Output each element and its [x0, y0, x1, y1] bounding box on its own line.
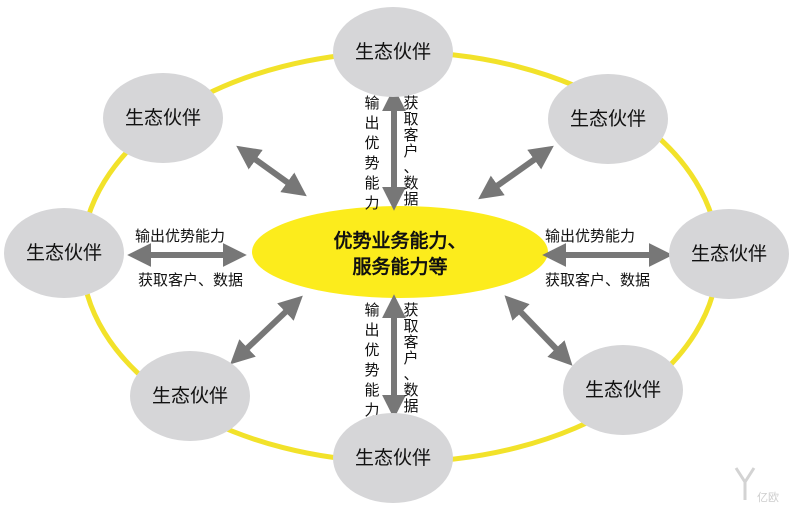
partner-label-left: 生态伙伴 [26, 242, 102, 264]
partner-label-bottom-right: 生态伙伴 [585, 379, 661, 401]
top-output-label: 输出优势能力 [364, 94, 379, 212]
partner-node-bottom: 生态伙伴 [333, 413, 453, 503]
partner-label-bottom: 生态伙伴 [355, 447, 431, 469]
right-output-label: 输出优势能力 [545, 227, 635, 245]
core-label-line1: 优势业务能力、 [333, 229, 466, 252]
top-acquire-label: 获取客户、数据 [403, 94, 418, 208]
partner-node-top-right: 生态伙伴 [548, 74, 668, 164]
partner-node-bottom-left: 生态伙伴 [130, 351, 250, 441]
logo-y-icon [734, 467, 756, 500]
arrow-bottom-left [230, 295, 303, 365]
partner-node-right: 生态伙伴 [669, 209, 789, 299]
partner-label-top-left: 生态伙伴 [125, 107, 201, 129]
bottom-acquire-label: 获取客户、数据 [403, 301, 418, 415]
left-acquire-label: 获取客户、数据 [138, 271, 243, 289]
partner-node-left: 生态伙伴 [4, 208, 124, 298]
watermark: 亿欧 [734, 467, 779, 504]
core-label-line2: 服务能力等 [352, 255, 447, 278]
partner-node-bottom-right: 生态伙伴 [563, 345, 683, 435]
arrow-top-right [478, 145, 554, 200]
partner-label-bottom-left: 生态伙伴 [152, 385, 228, 407]
arrow-bottom-right [504, 295, 573, 366]
partner-node-top: 生态伙伴 [333, 7, 453, 97]
core-capability-ellipse [252, 206, 548, 298]
partner-label-top: 生态伙伴 [355, 41, 431, 63]
left-output-label: 输出优势能力 [135, 227, 225, 245]
partner-node-top-left: 生态伙伴 [103, 73, 223, 163]
right-acquire-label: 获取客户、数据 [545, 271, 650, 289]
arrow-top-left [236, 145, 307, 197]
partner-label-top-right: 生态伙伴 [570, 108, 646, 130]
bottom-output-label: 输出优势能力 [364, 301, 379, 419]
partner-label-right: 生态伙伴 [691, 243, 767, 265]
watermark-text: 亿欧 [757, 491, 779, 504]
